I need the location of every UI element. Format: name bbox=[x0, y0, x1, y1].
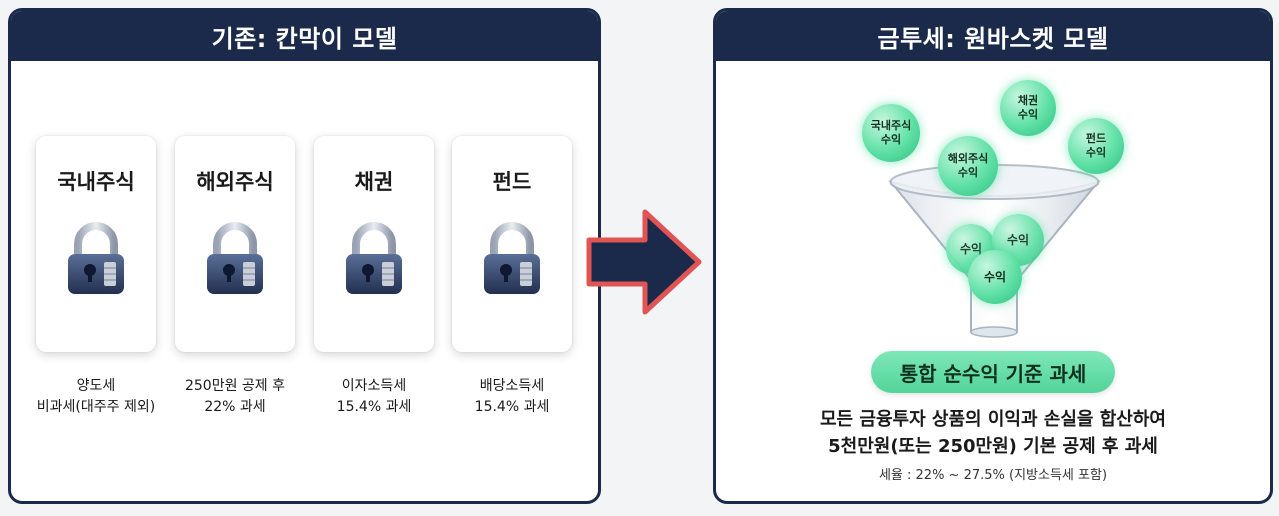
padlock-icon bbox=[68, 222, 124, 294]
one-basket-model-title: 금투세: 원바스켓 모델 bbox=[716, 11, 1270, 61]
asset-card-fund: 펀드 bbox=[452, 136, 572, 352]
asset-card-row: 국내주식 해외주식 채권 bbox=[25, 136, 572, 496]
asset-card-foreign-stock: 해외주식 bbox=[175, 136, 295, 352]
description-line-2: 5천만원(또는 250만원) 기본 공제 후 과세 bbox=[828, 436, 1158, 457]
asset-card-title: 국내주식 bbox=[57, 170, 135, 194]
padlock-icon bbox=[484, 222, 540, 294]
right-arrow-icon bbox=[586, 209, 702, 315]
asset-card-domestic-stock: 국내주식 bbox=[36, 136, 156, 352]
tax-rate-note: 세율 : 22% ~ 27.5% (지방소득세 포함) bbox=[878, 468, 1108, 483]
asset-card-title: 펀드 bbox=[492, 170, 532, 194]
asset-card-title: 해외주식 bbox=[196, 170, 274, 194]
asset-card-title: 채권 bbox=[354, 170, 394, 194]
profit-bubble: 수익 bbox=[968, 250, 1022, 304]
legacy-model-title: 기존: 칸막이 모델 bbox=[11, 11, 598, 61]
padlock-icon bbox=[346, 222, 402, 294]
asset-card-bond: 채권 bbox=[314, 136, 434, 352]
integrated-net-profit-badge: 통합 순수익 기준 과세 bbox=[871, 351, 1115, 393]
description-line-1: 모든 금융투자 상품의 이익과 손실을 합산하여 bbox=[820, 409, 1166, 430]
padlock-icon bbox=[207, 222, 263, 294]
